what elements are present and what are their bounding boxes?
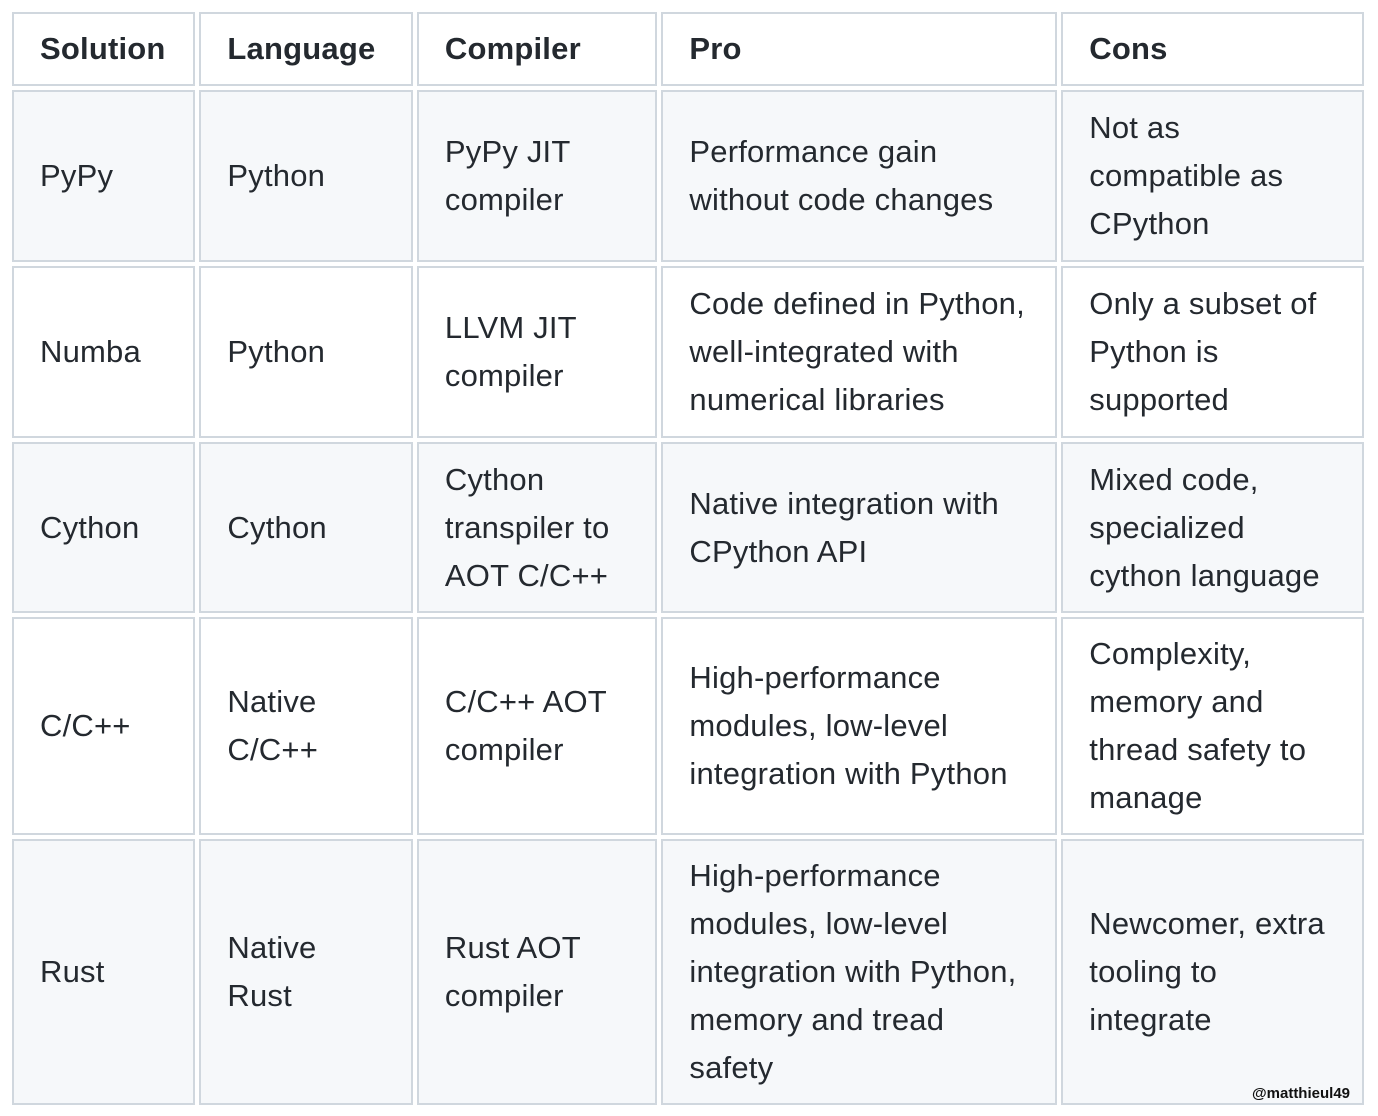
- cell-pro: Code defined in Python, well-integrated …: [661, 266, 1058, 438]
- table-row: Rust Native Rust Rust AOT compiler High-…: [12, 839, 1364, 1105]
- cell-solution: C/C++: [12, 617, 196, 835]
- cell-compiler: C/C++ AOT compiler: [416, 617, 658, 835]
- cell-cons: Newcomer, extra tooling to integrate: [1061, 839, 1364, 1105]
- header-solution: Solution: [12, 12, 196, 86]
- cell-compiler: Rust AOT compiler: [416, 839, 658, 1105]
- cell-solution: PyPy: [12, 90, 196, 262]
- cell-cons: Mixed code, specialized cython language: [1061, 442, 1364, 613]
- cell-pro: Performance gain without code changes: [661, 90, 1058, 262]
- cell-cons: Only a subset of Python is supported: [1061, 266, 1364, 438]
- comparison-table: Solution Language Compiler Pro Cons PyPy…: [8, 8, 1368, 1109]
- cell-compiler: PyPy JIT compiler: [416, 90, 658, 262]
- cell-language: Python: [199, 266, 413, 438]
- table-row: C/C++ Native C/C++ C/C++ AOT compiler Hi…: [12, 617, 1364, 835]
- header-cons: Cons: [1061, 12, 1364, 86]
- cell-cons: Complexity, memory and thread safety to …: [1061, 617, 1364, 835]
- cell-solution: Numba: [12, 266, 196, 438]
- table-row: PyPy Python PyPy JIT compiler Performanc…: [12, 90, 1364, 262]
- table-row: Cython Cython Cython transpiler to AOT C…: [12, 442, 1364, 613]
- cell-pro: High-performance modules, low-level inte…: [661, 839, 1058, 1105]
- cell-compiler: Cython transpiler to AOT C/C++: [416, 442, 658, 613]
- author-watermark: @matthieul49: [1252, 1085, 1350, 1102]
- cell-pro: Native integration with CPython API: [661, 442, 1058, 613]
- header-pro: Pro: [661, 12, 1058, 86]
- cell-language: Native Rust: [199, 839, 413, 1105]
- cell-compiler: LLVM JIT compiler: [416, 266, 658, 438]
- header-row: Solution Language Compiler Pro Cons: [12, 12, 1364, 86]
- cell-solution: Cython: [12, 442, 196, 613]
- cell-language: Cython: [199, 442, 413, 613]
- cell-solution: Rust: [12, 839, 196, 1105]
- table-body: PyPy Python PyPy JIT compiler Performanc…: [12, 90, 1364, 1105]
- cell-language: Python: [199, 90, 413, 262]
- header-language: Language: [199, 12, 413, 86]
- table-row: Numba Python LLVM JIT compiler Code defi…: [12, 266, 1364, 438]
- table-header: Solution Language Compiler Pro Cons: [12, 12, 1364, 86]
- header-compiler: Compiler: [416, 12, 658, 86]
- cell-cons: Not as compatible as CPython: [1061, 90, 1364, 262]
- cell-language: Native C/C++: [199, 617, 413, 835]
- cell-pro: High-performance modules, low-level inte…: [661, 617, 1058, 835]
